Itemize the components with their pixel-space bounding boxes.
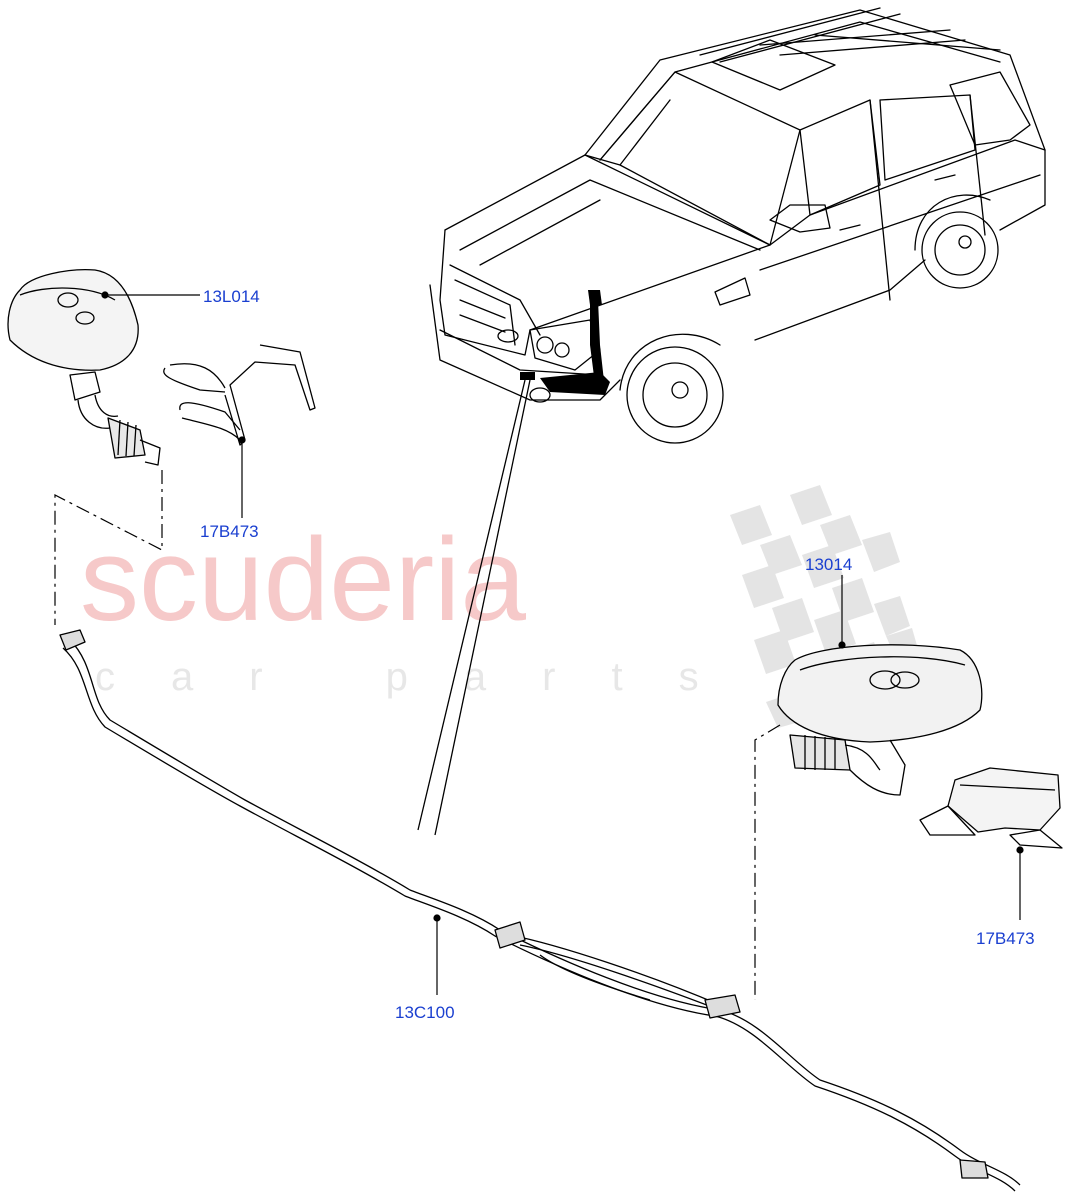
washer-jet-right xyxy=(777,644,983,796)
vehicle-illustration xyxy=(429,7,1046,444)
part-label-13l014[interactable]: 13L014 xyxy=(203,287,260,306)
part-labels: 13L014 17B473 13014 17B473 13C100 xyxy=(200,287,1035,1022)
vehicle-washer-highlight xyxy=(520,290,610,395)
assembly-lines xyxy=(54,470,781,1000)
clip-right xyxy=(919,767,1063,849)
part-label-17b473-left[interactable]: 17B473 xyxy=(200,522,259,541)
watermark-tagline: car parts xyxy=(95,655,755,699)
part-label-13014[interactable]: 13014 xyxy=(805,555,852,574)
label-leaders xyxy=(101,291,1024,995)
washer-jet-left xyxy=(7,269,161,466)
clip-left xyxy=(163,344,316,446)
part-label-13c100[interactable]: 13C100 xyxy=(395,1003,455,1022)
watermark-brand: scuderia xyxy=(80,514,526,646)
washer-hose xyxy=(59,629,1021,1192)
vehicle-leader-lines xyxy=(417,379,531,836)
part-label-17b473-right[interactable]: 17B473 xyxy=(976,929,1035,948)
